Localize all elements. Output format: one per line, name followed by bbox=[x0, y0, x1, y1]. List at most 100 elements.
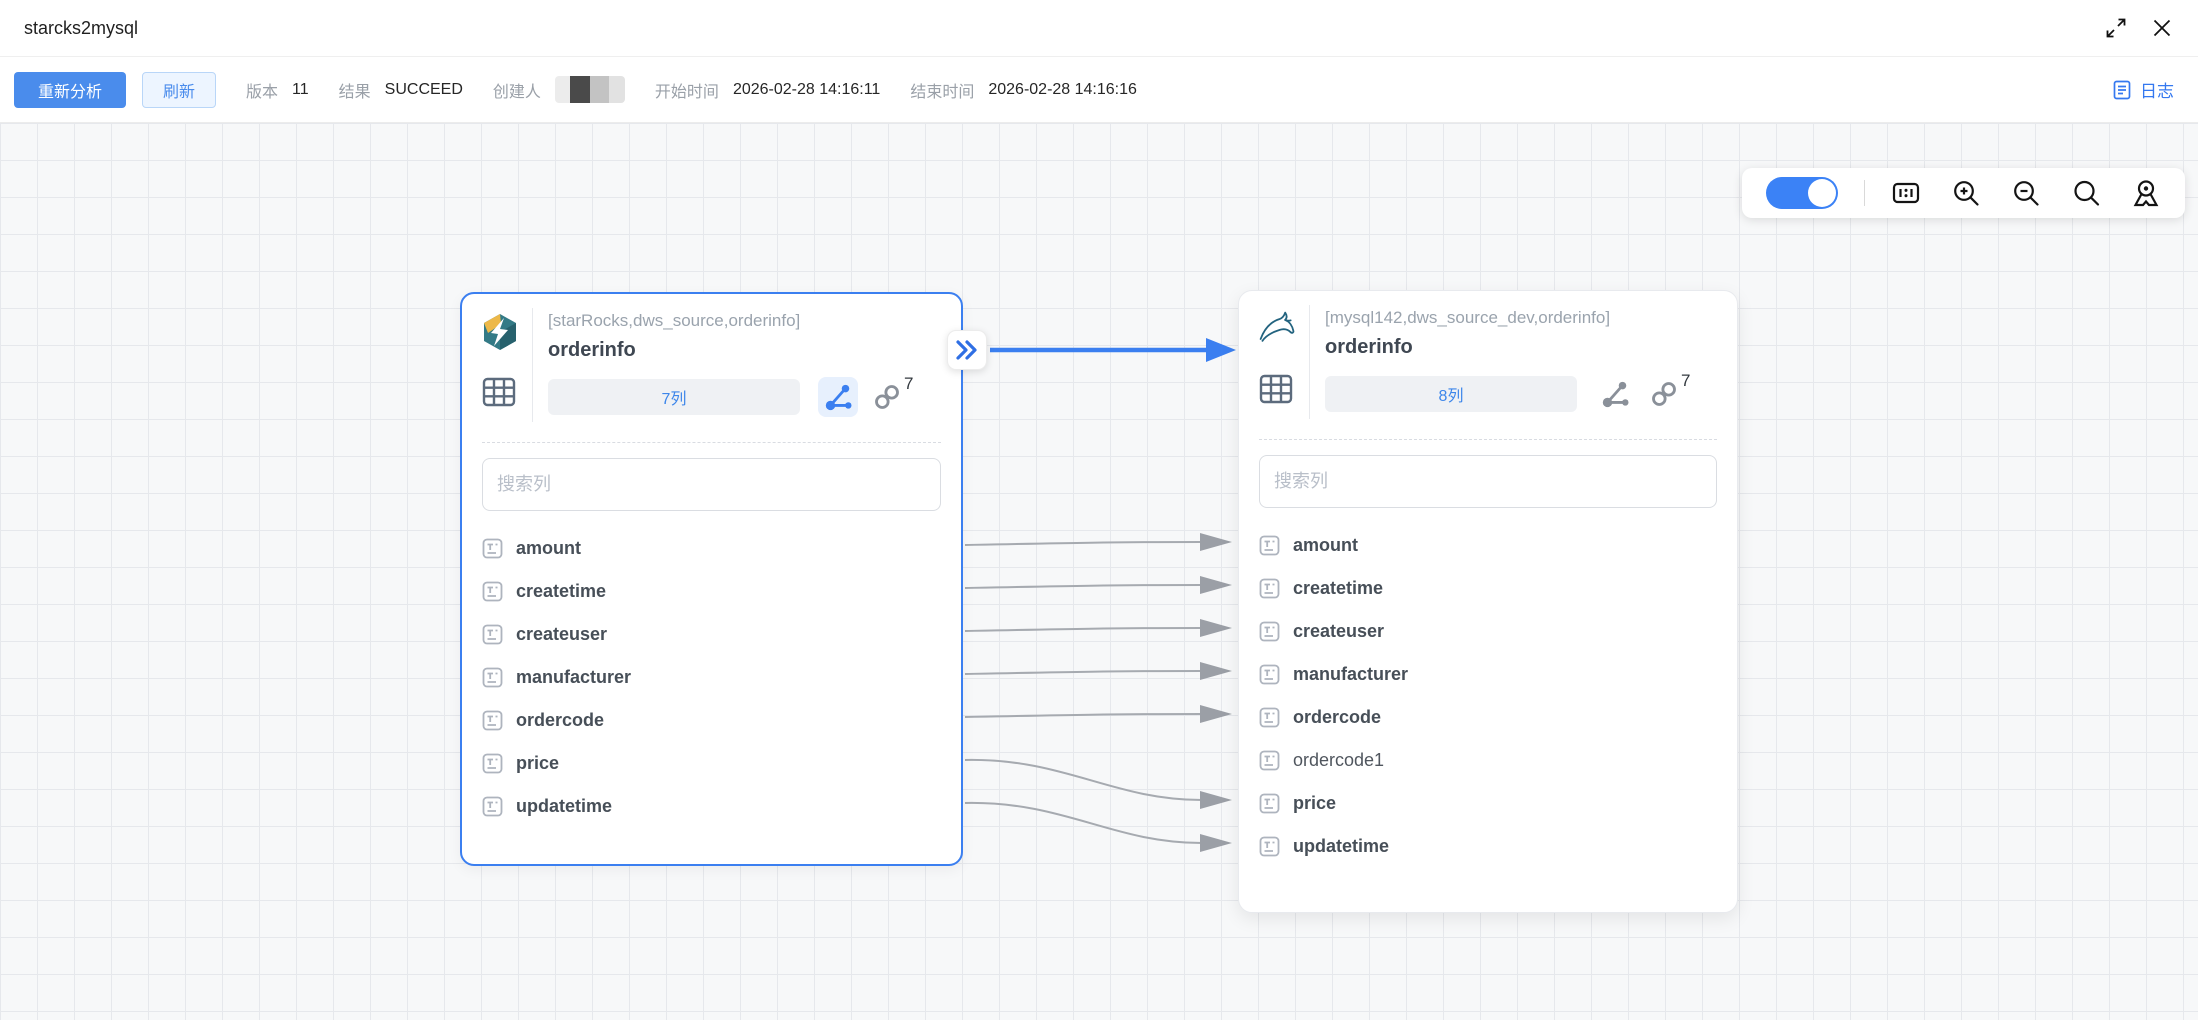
header-divider bbox=[532, 308, 533, 422]
lineage-icon bbox=[825, 384, 852, 411]
table-grid-icon bbox=[1259, 374, 1293, 404]
run-info-toolbar: 重新分析 刷新 版本 11 结果 SUCCEED 创建人 开始时间 2026-0… bbox=[0, 57, 2198, 123]
field-icon bbox=[1259, 578, 1280, 599]
canvas-toggle-switch[interactable] bbox=[1766, 177, 1838, 209]
close-icon[interactable] bbox=[2150, 16, 2174, 40]
column-row[interactable]: manufacturer bbox=[462, 656, 961, 699]
column-row[interactable]: amount bbox=[1239, 524, 1737, 567]
creator-label: 创建人 bbox=[492, 83, 541, 101]
column-label: manufacturer bbox=[1293, 664, 1409, 684]
lineage-button[interactable] bbox=[1595, 374, 1635, 414]
column-mapping-arrowhead bbox=[1200, 619, 1232, 637]
column-row[interactable]: amount bbox=[462, 527, 961, 570]
header-divider bbox=[1309, 305, 1310, 419]
column-row[interactable]: updatetime bbox=[462, 785, 961, 828]
start-time-value: 2026-02-28 14:16:11 bbox=[732, 80, 881, 98]
search-icon[interactable] bbox=[2071, 178, 2101, 208]
column-row[interactable]: createuser bbox=[462, 613, 961, 656]
refresh-button[interactable]: 刷新 bbox=[142, 71, 217, 108]
document-icon bbox=[2113, 80, 2131, 99]
column-label: updatetime bbox=[1293, 836, 1390, 856]
source-column-list: amount createtime createuser manufacture… bbox=[462, 527, 961, 828]
mapping-lines-layer bbox=[964, 338, 1236, 852]
end-time-label: 结束时间 bbox=[910, 83, 975, 101]
column-mapping-arrowhead bbox=[1200, 533, 1232, 551]
column-label: amount bbox=[516, 538, 581, 558]
starrocks-logo bbox=[484, 314, 516, 350]
column-mapping-line bbox=[964, 584, 1203, 589]
lineage-icon bbox=[1602, 381, 1629, 408]
column-label: createuser bbox=[516, 624, 608, 644]
field-icon bbox=[1259, 750, 1280, 771]
column-mapping-line bbox=[964, 627, 1203, 632]
start-time-label: 开始时间 bbox=[654, 83, 719, 101]
field-icon bbox=[482, 710, 503, 731]
field-icon bbox=[1259, 836, 1280, 857]
lineage-canvas[interactable]: [starRocks,dws_source,orderinfo] orderin… bbox=[0, 123, 2198, 1020]
mysql-logo bbox=[1259, 311, 1295, 342]
expand-mapping-button[interactable] bbox=[947, 330, 987, 370]
link-icon bbox=[1652, 382, 1676, 406]
source-column-search-input[interactable] bbox=[482, 458, 941, 511]
log-label: 日志 bbox=[2140, 82, 2174, 101]
column-row[interactable]: createuser bbox=[1239, 610, 1737, 653]
version-label: 版本 bbox=[246, 83, 279, 101]
column-mapping-line bbox=[964, 758, 1203, 801]
target-table-path: [mysql142,dws_source_dev,orderinfo] bbox=[1325, 308, 1611, 327]
log-button[interactable]: 日志 bbox=[2111, 77, 2184, 102]
dashed-separator bbox=[482, 442, 941, 443]
column-mapping-arrowhead bbox=[1200, 791, 1232, 809]
reanalyze-button[interactable]: 重新分析 bbox=[14, 71, 127, 108]
lineage-button[interactable] bbox=[818, 377, 858, 417]
source-table-card[interactable]: [starRocks,dws_source,orderinfo] orderin… bbox=[460, 292, 963, 866]
zoom-in-icon[interactable] bbox=[1951, 178, 1981, 208]
column-label: price bbox=[1293, 793, 1337, 813]
target-table-card[interactable]: [mysql142,dws_source_dev,orderinfo] orde… bbox=[1238, 290, 1738, 913]
field-icon bbox=[1259, 793, 1280, 814]
column-label: createuser bbox=[1293, 621, 1385, 641]
source-table-name: orderinfo bbox=[548, 339, 636, 361]
field-icon bbox=[482, 796, 503, 817]
fullscreen-icon[interactable] bbox=[2104, 16, 2128, 40]
column-mapping-line bbox=[964, 801, 1203, 844]
locate-icon[interactable] bbox=[2131, 178, 2161, 208]
column-row[interactable]: ordercode bbox=[462, 699, 961, 742]
zoom-out-icon[interactable] bbox=[2011, 178, 2041, 208]
field-icon bbox=[1259, 664, 1280, 685]
column-label: ordercode1 bbox=[1293, 750, 1385, 770]
column-label: manufacturer bbox=[516, 667, 632, 687]
fit-ratio-icon[interactable] bbox=[1891, 178, 1921, 208]
column-label: updatetime bbox=[516, 796, 613, 816]
field-icon bbox=[1259, 707, 1280, 728]
column-row[interactable]: updatetime bbox=[1239, 825, 1737, 868]
toggle-knob bbox=[1808, 179, 1836, 207]
dashed-separator bbox=[1259, 439, 1717, 440]
column-label: ordercode bbox=[516, 710, 605, 730]
column-label: price bbox=[516, 753, 560, 773]
column-row[interactable]: price bbox=[1239, 782, 1737, 825]
result-value: SUCCEED bbox=[384, 80, 463, 98]
column-row[interactable]: manufacturer bbox=[1239, 653, 1737, 696]
relation-count-button[interactable]: 7 bbox=[1649, 371, 1690, 409]
source-column-count-badge: 7列 bbox=[548, 379, 800, 415]
field-icon bbox=[1259, 535, 1280, 556]
column-row[interactable]: ordercode bbox=[1239, 696, 1737, 739]
target-column-search-input[interactable] bbox=[1259, 455, 1717, 508]
column-mapping-arrowhead bbox=[1200, 834, 1232, 852]
result-label: 结果 bbox=[338, 83, 371, 101]
source-table-path: [starRocks,dws_source,orderinfo] bbox=[548, 311, 801, 330]
column-row[interactable]: createtime bbox=[462, 570, 961, 613]
column-mapping-line bbox=[964, 713, 1203, 718]
field-icon bbox=[482, 581, 503, 602]
column-row[interactable]: ordercode1 bbox=[1239, 739, 1737, 782]
version-value: 11 bbox=[292, 80, 309, 98]
relation-count-button[interactable]: 7 bbox=[872, 374, 913, 412]
column-row[interactable]: createtime bbox=[1239, 567, 1737, 610]
target-column-list: amount createtime createuser manufacture… bbox=[1239, 524, 1737, 868]
column-row[interactable]: price bbox=[462, 742, 961, 785]
column-mapping-line bbox=[964, 541, 1203, 546]
field-icon bbox=[1259, 621, 1280, 642]
column-label: amount bbox=[1293, 535, 1358, 555]
double-chevron-right-icon bbox=[956, 340, 977, 360]
controls-divider bbox=[1864, 180, 1865, 206]
